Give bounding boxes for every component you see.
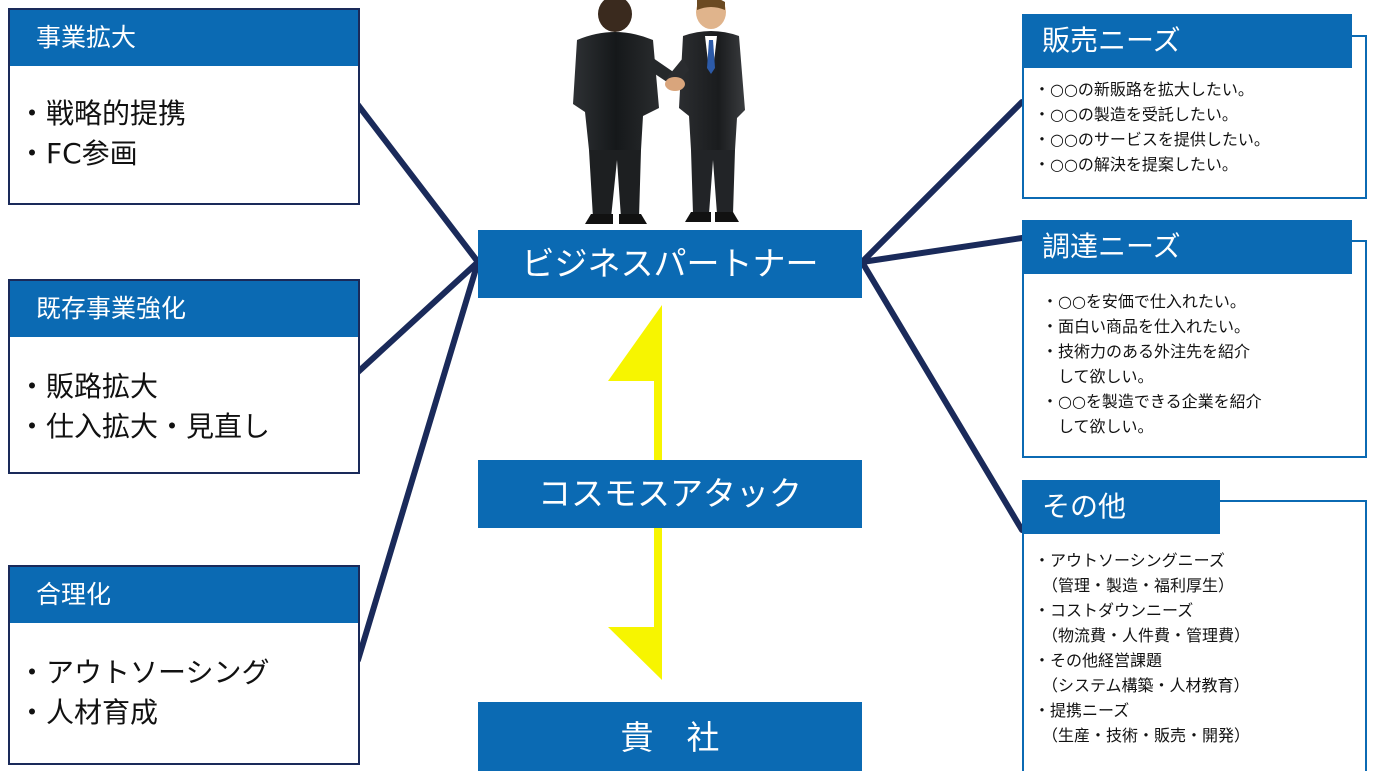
list-item: ・面白い商品を仕入れたい。 <box>1042 317 1251 336</box>
connector-line-other-needs <box>859 259 1025 533</box>
list-item: ・○○を製造できる企業を紹介 <box>1042 392 1262 411</box>
list-item: ・○○を安価で仕入れたい。 <box>1042 292 1246 311</box>
existing-business-box: 既存事業強化 ・販路拡大 ・仕入拡大・見直し <box>8 279 360 474</box>
list-item: ・アウトソーシングニーズ <box>1034 551 1225 570</box>
list-item: ・○○の製造を受託したい。 <box>1034 105 1238 124</box>
list-item: （生産・技術・販売・開発） <box>1034 726 1251 745</box>
rationalization-title: 合理化 <box>10 567 358 623</box>
cosmos-attack-block: コスモスアタック <box>478 460 862 528</box>
list-item: （管理・製造・福利厚生） <box>1034 576 1235 595</box>
list-item: ・戦略的提携 <box>18 97 187 130</box>
list-item: して欲しい。 <box>1042 417 1154 436</box>
list-item: （物流費・人件費・管理費） <box>1034 626 1251 645</box>
list-item: して欲しい。 <box>1042 367 1154 386</box>
existing-business-title: 既存事業強化 <box>10 281 358 337</box>
list-item: ・○○の解決を提案したい。 <box>1034 155 1238 174</box>
list-item: ・その他経営課題 <box>1034 651 1163 670</box>
sales-needs-title: 販売ニーズ <box>1022 14 1352 68</box>
business-expansion-box: 事業拡大 ・戦略的提携 ・FC参画 <box>8 8 360 205</box>
connector-line-rationalization <box>355 259 481 663</box>
list-item: ・アウトソーシング <box>18 656 270 689</box>
handshake-businessmen-icon <box>573 0 745 224</box>
connector-line-existing-business <box>355 259 481 375</box>
business-expansion-title: 事業拡大 <box>10 10 358 66</box>
list-item: ・○○のサービスを提供したい。 <box>1034 130 1270 149</box>
list-item: （システム構築・人材教育） <box>1034 676 1250 695</box>
list-item: ・仕入拡大・見直し <box>18 410 271 443</box>
your-company-block: 貴 社 <box>478 702 862 771</box>
rationalization-box: 合理化 ・アウトソーシング ・人材育成 <box>8 565 360 765</box>
list-item: ・人材育成 <box>18 696 159 729</box>
list-item: ・FC参画 <box>18 137 138 170</box>
double-arrow-icon <box>608 305 662 680</box>
list-item: ・○○の新販路を拡大したい。 <box>1034 80 1254 99</box>
list-item: ・販路拡大 <box>18 370 159 403</box>
connector-line-procurement-needs <box>859 235 1025 265</box>
other-needs-box: ・アウトソーシングニーズ （管理・製造・福利厚生） ・コストダウンニーズ （物流… <box>1022 500 1367 771</box>
business-partner-block: ビジネスパートナー <box>478 230 862 298</box>
list-item: ・コストダウンニーズ <box>1034 601 1194 620</box>
connector-line-business-expansion <box>355 102 481 265</box>
list-item: ・提携ニーズ <box>1034 701 1130 720</box>
connector-line-sales-needs <box>859 99 1025 265</box>
procurement-needs-title: 調達ニーズ <box>1022 220 1352 274</box>
list-item: ・技術力のある外注先を紹介 <box>1042 342 1251 361</box>
other-needs-title: その他 <box>1022 480 1220 534</box>
